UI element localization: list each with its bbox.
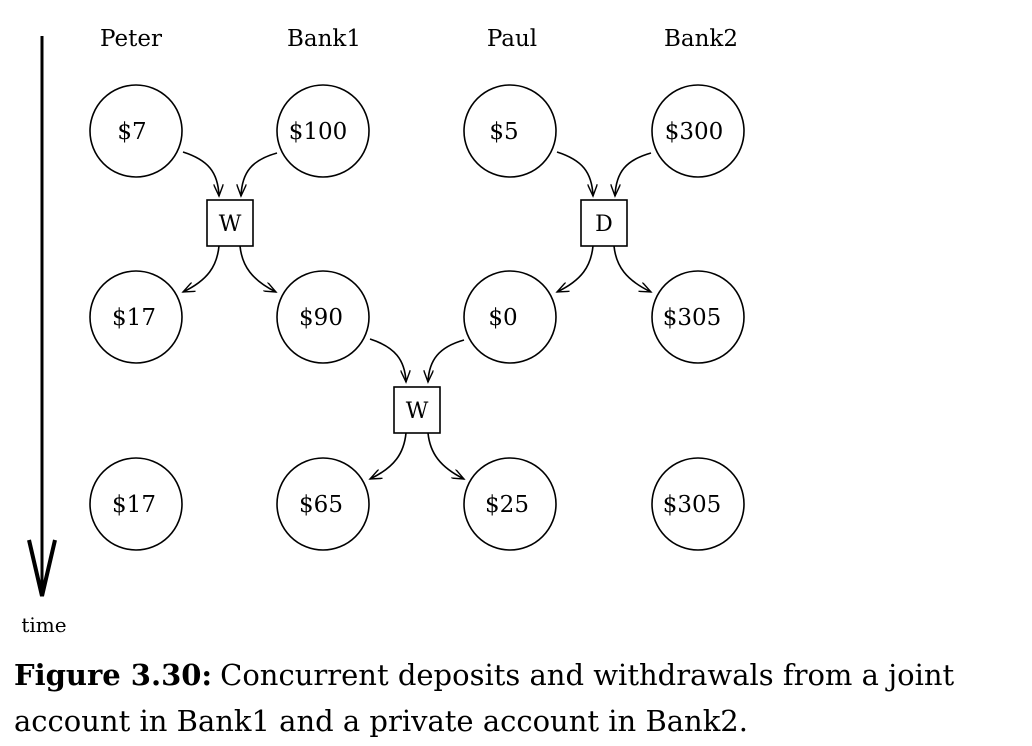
node-amount: $305 (663, 492, 722, 518)
edge-op1-to-peter (183, 245, 220, 292)
node-paul-after-first: $0 (463, 270, 557, 364)
node-bank1-initial: $100 (276, 84, 370, 178)
column-headers: Peter Bank1 Paul Bank2 (100, 26, 738, 52)
node-peter-after-first: $17 (89, 270, 183, 364)
operations: W D W (206, 199, 628, 434)
node-amount: $5 (489, 119, 518, 145)
node-peter-initial: $7 (89, 84, 183, 178)
edge-op3-to-paul (427, 432, 464, 479)
time-axis: time (21, 36, 67, 637)
state-nodes: $7 $100 $5 $300 $17 $90 $0 $305 (89, 84, 745, 551)
node-amount: $7 (117, 119, 146, 145)
edge-op2-to-paul (557, 245, 594, 292)
node-amount: $0 (488, 305, 517, 331)
node-amount: $17 (112, 305, 156, 331)
time-label: time (21, 613, 66, 637)
node-amount: $17 (112, 492, 156, 518)
operation-label: W (406, 399, 429, 424)
node-paul-final: $25 (463, 457, 557, 551)
node-amount: $100 (289, 119, 348, 145)
edge-paul-to-op3 (428, 339, 465, 382)
edge-op3-to-bank1 (370, 432, 407, 479)
column-header-peter: Peter (100, 26, 162, 52)
node-bank2-final: $305 (651, 457, 745, 551)
figure-caption-text: Concurrent deposits and withdrawals from… (14, 658, 955, 738)
edge-paul-to-op2 (556, 151, 593, 196)
node-amount: $300 (665, 119, 724, 145)
time-axis-arrowhead (27, 539, 57, 597)
figure-caption: Figure 3.30:Concurrent deposits and with… (14, 652, 1019, 744)
figure-number: Figure 3.30: (14, 658, 213, 692)
node-bank1-after-first: $90 (276, 270, 370, 364)
node-amount: $65 (299, 492, 343, 518)
node-bank2-after-first: $305 (651, 270, 745, 364)
node-amount: $90 (299, 305, 343, 331)
operation-label: D (595, 212, 613, 237)
column-header-bank1: Bank1 (287, 26, 361, 52)
node-bank1-final: $65 (276, 457, 370, 551)
operation-deposit: D (580, 199, 628, 247)
edge-bank2-to-op2 (615, 152, 652, 196)
transaction-diagram: time Peter Bank1 Paul Bank2 W (21, 26, 745, 637)
column-header-paul: Paul (487, 26, 537, 52)
node-amount: $305 (663, 305, 722, 331)
operation-label: W (219, 212, 242, 237)
column-header-bank2: Bank2 (664, 26, 738, 52)
operation-withdraw-2: W (393, 386, 441, 434)
edge-op1-to-bank1 (239, 245, 276, 292)
edge-op2-to-bank2 (613, 245, 651, 292)
edge-bank1-to-op3 (369, 338, 406, 382)
edge-bank1-to-op1 (241, 152, 278, 196)
node-peter-final: $17 (89, 457, 183, 551)
edges (182, 151, 652, 479)
edge-peter-to-op1 (182, 151, 219, 196)
operation-withdraw-1: W (206, 199, 254, 247)
node-paul-initial: $5 (463, 84, 557, 178)
node-bank2-initial: $300 (651, 84, 745, 178)
node-amount: $25 (485, 492, 529, 518)
